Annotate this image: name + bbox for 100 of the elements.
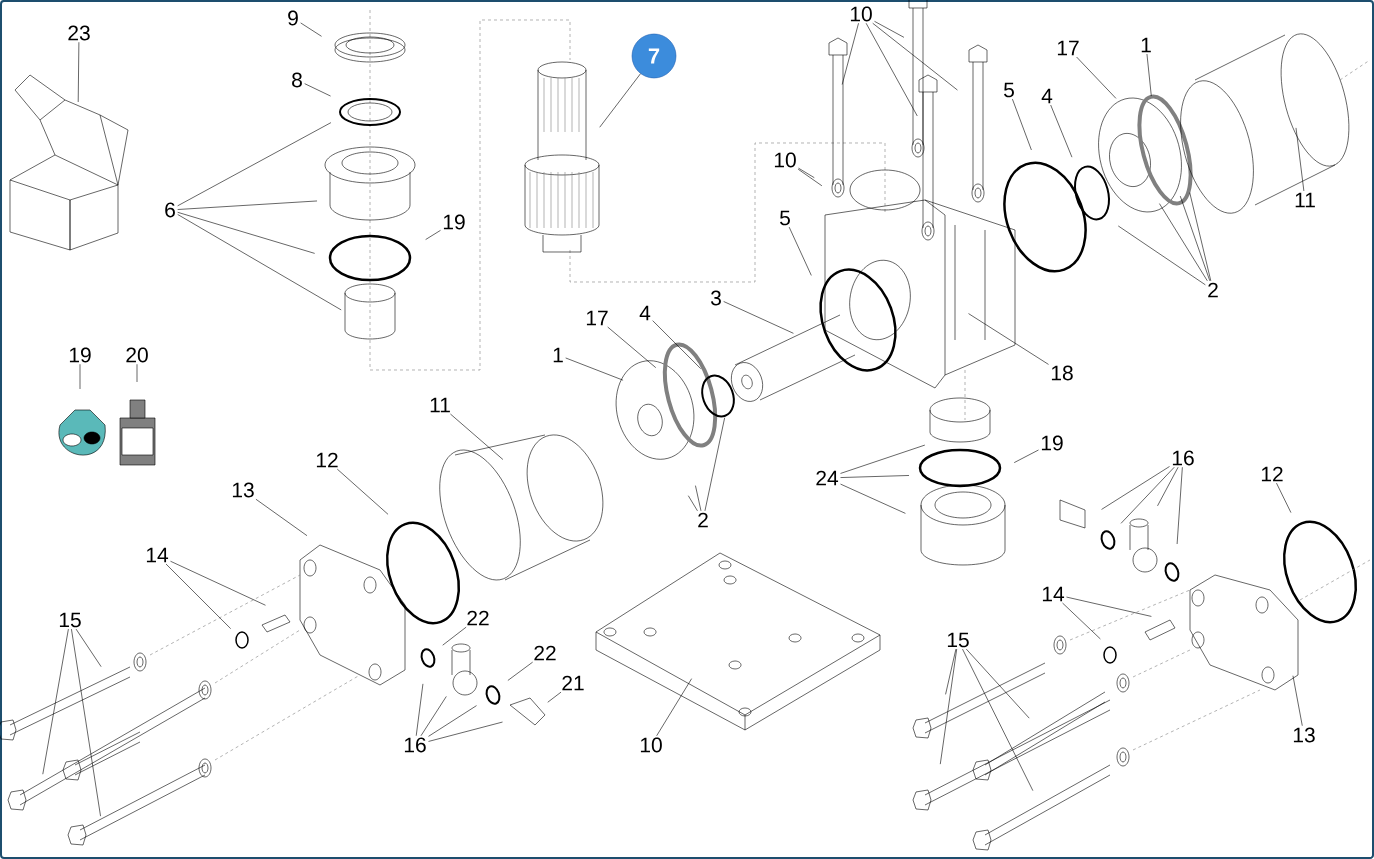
callout-number: 15 xyxy=(944,631,972,649)
leader-line xyxy=(442,626,467,646)
leader-line xyxy=(840,483,906,514)
leader-line xyxy=(599,73,641,128)
callout-number: 4 xyxy=(637,304,653,322)
leader-line xyxy=(77,41,80,103)
callout-number: 6 xyxy=(162,201,178,219)
leader-line xyxy=(300,22,322,37)
leader-line xyxy=(507,661,533,681)
leader-line xyxy=(547,691,562,703)
leader-line xyxy=(1189,192,1212,282)
leader-line xyxy=(1101,466,1170,510)
callout-number: 4 xyxy=(1039,87,1055,105)
leader-line xyxy=(788,226,812,276)
leader-line xyxy=(841,22,859,85)
leader-line xyxy=(945,648,957,695)
leader-line xyxy=(1159,203,1208,282)
callout-number: 14 xyxy=(143,546,171,564)
callout-number: 17 xyxy=(583,309,611,327)
leader-line xyxy=(136,363,138,383)
leader-line xyxy=(415,683,424,737)
leader-line xyxy=(177,122,332,207)
leader-line xyxy=(1062,602,1101,640)
leader-line xyxy=(1157,466,1179,507)
callout-number: 24 xyxy=(813,469,841,487)
leader-line xyxy=(71,628,101,817)
leader-line xyxy=(1292,675,1303,727)
callout-number: 11 xyxy=(1292,191,1318,209)
leader-line xyxy=(1012,98,1032,151)
leader-line xyxy=(840,475,910,478)
leader-line xyxy=(425,230,441,240)
callout-number: 8 xyxy=(289,71,305,89)
callout-badge: 7 xyxy=(631,33,677,79)
leader-line xyxy=(1117,225,1206,286)
leader-line xyxy=(304,83,331,97)
leader-line xyxy=(255,498,308,536)
leader-line xyxy=(1176,466,1183,545)
callout-number: 21 xyxy=(559,674,587,692)
leader-line xyxy=(723,301,794,334)
callout-number: 10 xyxy=(637,736,665,754)
leader-line xyxy=(565,357,624,381)
callout-number: 13 xyxy=(1290,726,1318,744)
callout-number: 2 xyxy=(1205,281,1221,299)
callout-number: 18 xyxy=(1048,364,1076,382)
callout-number: 19 xyxy=(440,213,468,231)
callout-number: 1 xyxy=(1138,36,1154,54)
leader-line xyxy=(874,21,905,38)
leader-line xyxy=(704,417,725,512)
leader-line xyxy=(798,167,815,178)
leader-line xyxy=(688,495,698,512)
leader-line xyxy=(428,705,477,737)
leader-line xyxy=(177,211,315,254)
leader-line xyxy=(656,678,692,737)
leader-line xyxy=(1295,127,1305,192)
leader-line xyxy=(1146,53,1152,97)
leader-line xyxy=(962,648,1034,791)
leader-line xyxy=(1276,482,1292,513)
callout-number: 5 xyxy=(777,209,793,227)
callout-number: 15 xyxy=(56,611,84,629)
leader-line xyxy=(79,363,81,390)
callout-number: 9 xyxy=(285,9,301,27)
leader-line xyxy=(607,326,657,368)
callout-number: 20 xyxy=(123,346,151,364)
callout-number: 12 xyxy=(1258,465,1286,483)
callout-number: 12 xyxy=(313,451,341,469)
leader-line xyxy=(1066,596,1152,617)
callout-number: 16 xyxy=(1169,449,1197,467)
leader-line xyxy=(840,444,926,474)
callout-number: 2 xyxy=(695,511,711,529)
callout-number: 22 xyxy=(464,609,492,627)
leader-line xyxy=(865,22,918,117)
leader-line xyxy=(42,628,69,775)
leader-line xyxy=(695,485,702,512)
leader-line xyxy=(336,468,389,515)
callout-number: 23 xyxy=(65,24,93,42)
callout-number: 19 xyxy=(1038,434,1066,452)
callout-number: 13 xyxy=(229,481,257,499)
callout-number: 16 xyxy=(401,736,429,754)
callout-number: 1 xyxy=(550,346,566,364)
leader-line xyxy=(968,313,1049,365)
leader-line xyxy=(1120,466,1175,524)
callout-number: 19 xyxy=(66,346,94,364)
callout-number: 14 xyxy=(1039,585,1067,603)
leader-line xyxy=(177,200,318,210)
leader-line xyxy=(177,214,342,311)
callout-number: 5 xyxy=(1001,81,1017,99)
leader-line xyxy=(170,560,266,606)
leader-line xyxy=(420,696,447,737)
leader-line xyxy=(797,168,823,187)
leader-line xyxy=(652,320,701,369)
leader-line xyxy=(450,413,504,460)
callout-number: 10 xyxy=(771,151,799,169)
callout-number: 11 xyxy=(427,396,453,414)
leader-line xyxy=(872,22,958,91)
callout-number: 3 xyxy=(708,289,724,307)
callout-number: 17 xyxy=(1054,39,1082,57)
leader-line xyxy=(1076,56,1117,99)
leader-line xyxy=(428,721,503,742)
leader-line xyxy=(966,648,1030,719)
leader-line xyxy=(1013,449,1039,463)
